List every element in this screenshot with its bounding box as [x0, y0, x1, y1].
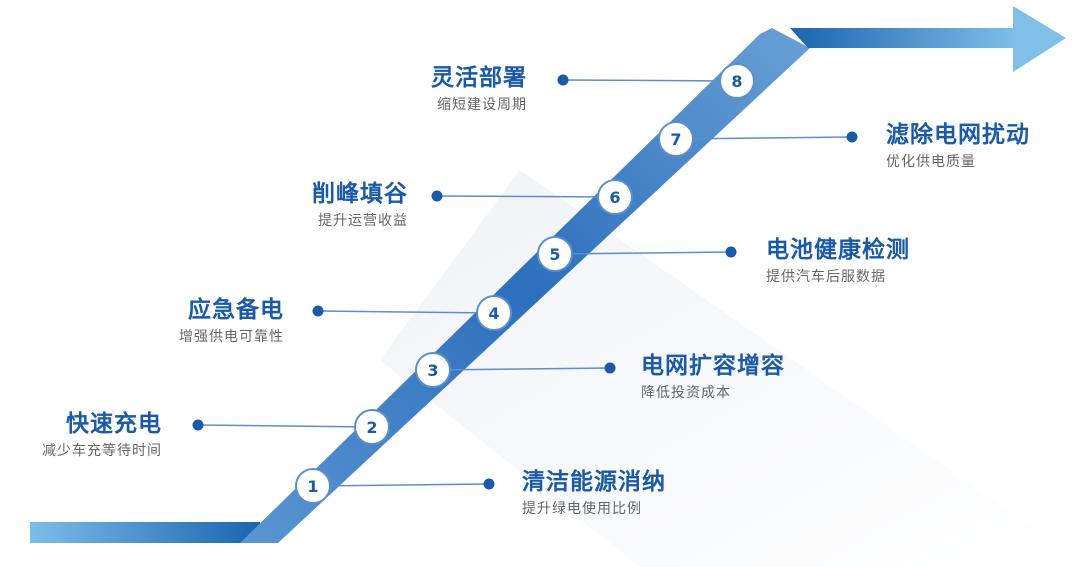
connector-line: [432, 367, 611, 371]
step-circle: [476, 295, 512, 331]
step-title: 削峰填谷: [312, 181, 408, 207]
top-band: [790, 28, 1020, 48]
connector-line: [312, 483, 490, 487]
step-subtitle: 提供汽车后服数据: [766, 269, 886, 285]
step-title: 快速充电: [66, 411, 162, 437]
step-label-4: 应急备电增强供电可靠性: [179, 296, 284, 346]
step-title: 清洁能源消纳: [522, 469, 666, 495]
connector-dot: [312, 305, 324, 317]
step-number: 8: [731, 72, 742, 91]
connector-dot: [557, 74, 569, 86]
step-number: 7: [670, 130, 681, 149]
connector-dot: [604, 362, 616, 374]
step-number: 1: [307, 477, 318, 496]
connector-line: [675, 136, 853, 140]
connector-line: [562, 79, 738, 82]
step-circle: [658, 121, 694, 157]
connector-line: [554, 251, 732, 255]
step-number: 2: [366, 418, 377, 437]
step-circle: [415, 352, 451, 388]
step-label-2: 快速充电减少车充等待时间: [42, 410, 162, 460]
step-title: 电网扩容增容: [641, 353, 785, 379]
step-label-7: 滤除电网扰动优化供电质量: [886, 121, 1030, 171]
step-subtitle: 提升绿电使用比例: [522, 501, 642, 517]
step-title: 电池健康检测: [766, 237, 910, 263]
connector-dot: [431, 190, 443, 202]
step-circle: [537, 236, 573, 272]
step-subtitle: 提升运营收益: [318, 213, 408, 229]
step-circle: [597, 179, 633, 215]
step-title: 应急备电: [188, 297, 284, 323]
step-label-8: 灵活部署缩短建设周期: [431, 64, 527, 114]
bottom-band: [30, 522, 260, 543]
step-number: 3: [427, 361, 438, 380]
connector-dot: [192, 419, 204, 431]
step-subtitle: 减少车充等待时间: [42, 443, 162, 459]
step-number: 5: [549, 245, 560, 264]
connector-line: [436, 195, 616, 198]
step-circle: [354, 409, 390, 445]
step-circle: [295, 468, 331, 504]
connector-line: [317, 310, 495, 314]
step-subtitle: 降低投资成本: [641, 385, 731, 401]
step-subtitle: 缩短建设周期: [437, 97, 527, 113]
step-number: 6: [609, 188, 620, 207]
connector-dot: [725, 246, 737, 258]
step-label-1: 清洁能源消纳提升绿电使用比例: [522, 468, 666, 518]
connector-dot: [483, 478, 495, 490]
step-label-5: 电池健康检测提供汽车后服数据: [766, 236, 910, 286]
connector-dot: [846, 131, 858, 143]
step-subtitle: 优化供电质量: [886, 154, 976, 170]
step-title: 滤除电网扰动: [886, 122, 1030, 148]
step-label-6: 削峰填谷提升运营收益: [312, 180, 408, 230]
step-number: 4: [488, 304, 499, 323]
step-label-3: 电网扩容增容降低投资成本: [641, 352, 785, 402]
step-subtitle: 增强供电可靠性: [179, 329, 284, 345]
step-circle: [719, 63, 755, 99]
connector-line: [197, 424, 373, 428]
arrow-head-icon: [1013, 6, 1066, 72]
step-title: 灵活部署: [431, 65, 527, 91]
